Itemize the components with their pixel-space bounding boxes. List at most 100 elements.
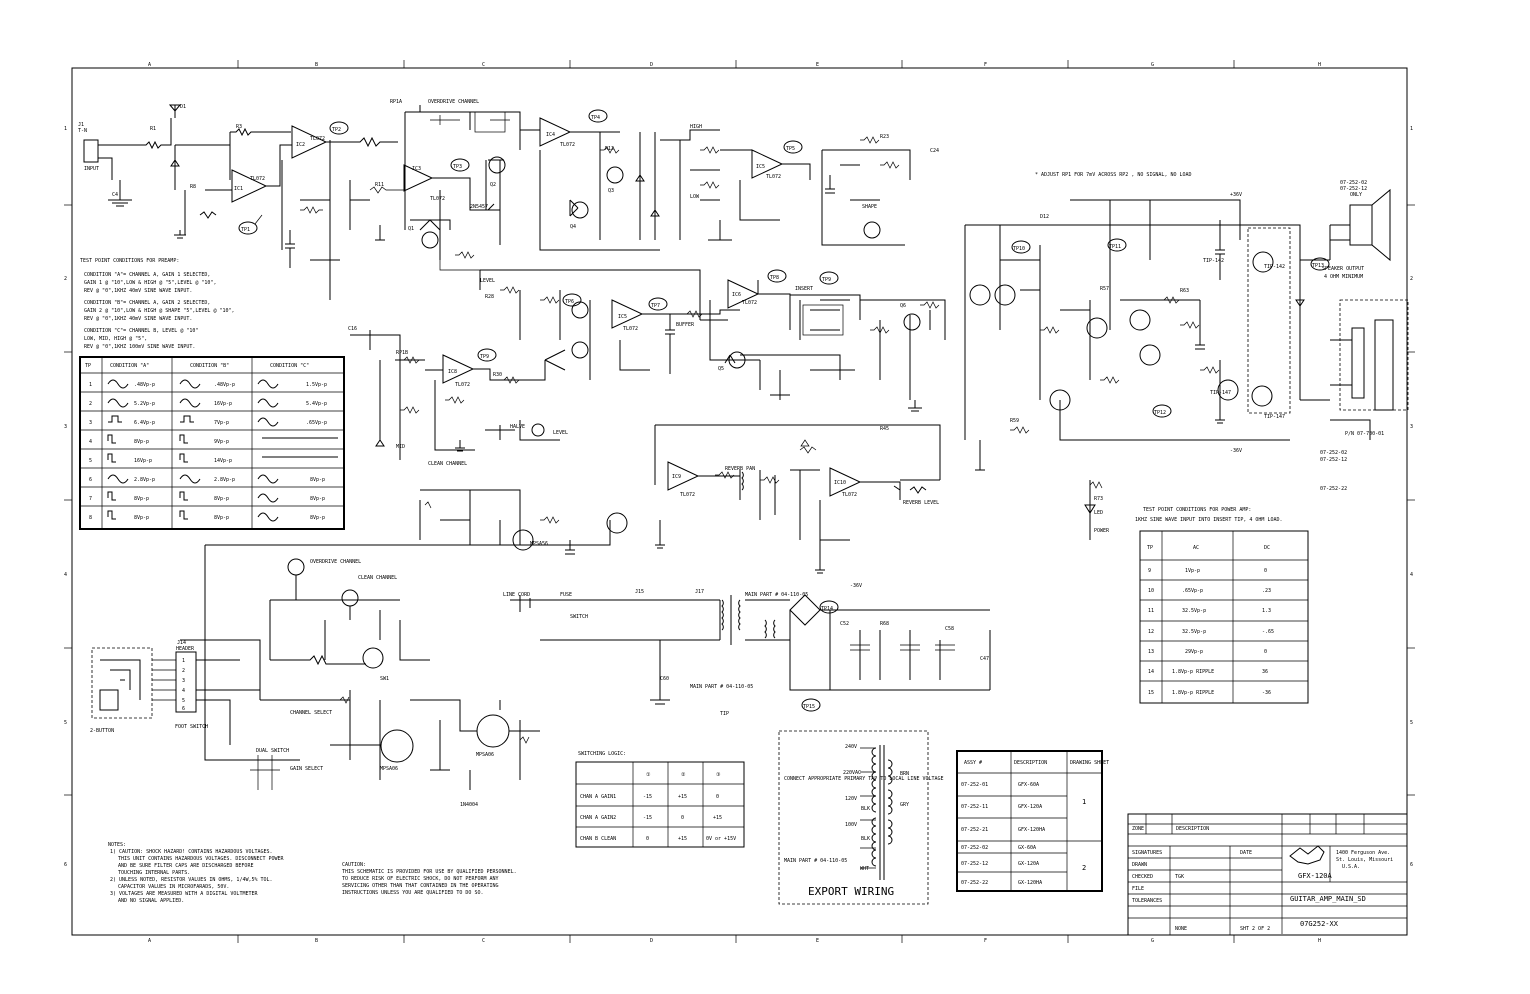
pwtable-r1-dc: .23	[1262, 588, 1271, 594]
ew-notes: CONNECT APPROPRIATE PRIMARY TAP TO LOCAL…	[784, 776, 944, 782]
ptable-r5-tp: 6	[89, 477, 92, 483]
col-top-3: D	[650, 62, 653, 68]
svg-text:IC3: IC3	[412, 166, 421, 172]
ew-tap-0: 240V	[845, 744, 857, 750]
ptable-r7-b: 8Vp-p	[214, 515, 229, 521]
svg-text:C24: C24	[930, 148, 939, 154]
svg-text:TL072: TL072	[842, 492, 857, 498]
tp5-marker: TP5	[783, 140, 803, 154]
out-transistor-1: TIP-147	[1210, 390, 1231, 396]
svg-text:TL072: TL072	[560, 142, 575, 148]
svg-text:2-BUTTON: 2-BUTTON	[90, 728, 114, 734]
caution-line-0: THIS SCHEMATIC IS PROVIDED FOR USE BY QU…	[342, 869, 517, 875]
ptable-r5-a: 2.8Vp-p	[134, 477, 155, 483]
sl-r1-c1: -15	[643, 815, 652, 821]
row-l-5: 6	[64, 862, 67, 868]
pwtable-r3-dc: -.65	[1262, 629, 1274, 635]
tp8-marker: TP8	[767, 269, 787, 283]
ptable-h3: CONDITION "C"	[270, 363, 309, 369]
reverb-driver: IC6 TL072 INSERT Q6 Q5	[700, 279, 946, 412]
svg-text:TP8: TP8	[770, 275, 779, 281]
col-bot-3: D	[650, 938, 653, 944]
sl-r2-label: CHAN B CLEAN	[580, 836, 616, 842]
svg-text:TP11: TP11	[1109, 244, 1121, 250]
svg-text:FILE: FILE	[1132, 886, 1144, 892]
ptable-r1-a: 5.2Vp-p	[134, 401, 155, 407]
pwtable-r3-ac: 32.5Vp-p	[1182, 629, 1206, 635]
ptable-r3-tp: 4	[89, 439, 92, 445]
col-bot-2: C	[482, 938, 485, 944]
ptable-r0-b: .48Vp-p	[214, 382, 235, 388]
svg-text:TL072: TL072	[430, 196, 445, 202]
pwtable-r0-tp: 9	[1148, 568, 1151, 574]
ptable-r4-a: 16Vp-p	[134, 458, 152, 464]
ptable-r4-b: 14Vp-p	[214, 458, 232, 464]
ptable-r1-b: 16Vp-p	[214, 401, 232, 407]
ptable-r6-b: 8Vp-p	[214, 496, 229, 502]
sl-r2-c2: +15	[678, 836, 687, 842]
assy-r3-2: 2	[1082, 864, 1086, 872]
svg-text:TP10: TP10	[1013, 246, 1025, 252]
assy-h2: DRAWING SHEET	[1070, 760, 1109, 766]
row-r-3: 4	[1410, 572, 1413, 578]
tp7-marker: TP7	[648, 297, 668, 311]
svg-text:+36V: +36V	[1230, 192, 1242, 198]
row-r-0: 1	[1410, 126, 1413, 132]
sl-h3: ③	[716, 772, 721, 778]
preamp-test-notes: TEST POINT CONDITIONS FOR PREAMP: CONDIT…	[80, 258, 235, 350]
notes-title: NOTES:	[108, 842, 126, 848]
svg-text:TP3: TP3	[453, 164, 462, 170]
svg-text:HIGH: HIGH	[690, 124, 702, 130]
svg-text:INSERT: INSERT	[795, 286, 813, 292]
svg-text:R12: R12	[605, 146, 614, 152]
cond-line-7: LOW, MID, HIGH @ "5",	[84, 336, 147, 342]
power-supply: LINE CORD FUSE J15 J17 MAIN PART # 04-11…	[503, 583, 991, 717]
sl-r0-c1: -15	[643, 794, 652, 800]
svg-text:1: 1	[182, 658, 185, 664]
svg-text:Q3: Q3	[608, 188, 614, 194]
notes-line-2: AND BE SURE FILTER CAPS ARE DISCHARGED B…	[118, 863, 253, 869]
row-l-1: 2	[64, 276, 67, 282]
sl-h1: ①	[646, 772, 651, 778]
ptable-r5-c: 8Vp-p	[310, 477, 325, 483]
svg-text:3: 3	[182, 678, 185, 684]
svg-text:RP1B: RP1B	[396, 350, 408, 356]
svg-text:R45: R45	[880, 426, 889, 432]
tp1-marker: TP1	[238, 214, 263, 235]
pwtable-r5-ac: 1.8Vp-p RIPPLE	[1172, 669, 1214, 675]
preamp-test-title: TEST POINT CONDITIONS FOR PREAMP:	[80, 258, 179, 264]
pwtable-r5-tp: 14	[1148, 669, 1154, 675]
svg-text:D12: D12	[1040, 214, 1049, 220]
pwtable-r2-ac: 32.5Vp-p	[1182, 608, 1206, 614]
svg-text:C47: C47	[980, 656, 989, 662]
notes-line-3: TOUCHING INTERNAL PARTS.	[118, 870, 190, 876]
tp2-marker: TP2	[329, 121, 349, 135]
tp9b-marker: TP9	[819, 271, 839, 285]
pwtable-r4-dc: 0	[1264, 649, 1267, 655]
tp15-marker: TP15	[801, 698, 821, 712]
notes-line-7: AND NO SIGNAL APPLIED.	[118, 898, 184, 904]
svg-text:FUSE: FUSE	[560, 592, 572, 598]
svg-text:TP4: TP4	[591, 115, 600, 121]
svg-text:TL072: TL072	[766, 174, 781, 180]
tb-company: 1400 Ferguson Ave.	[1336, 850, 1390, 856]
ptable-r6-c: 8Vp-p	[310, 496, 325, 502]
svg-text:R73: R73	[1094, 496, 1103, 502]
assy-r5-1: GX-120HA	[1018, 880, 1042, 886]
assy-h1: DESCRIPTION	[1014, 760, 1047, 766]
svg-text:DUAL SWITCH: DUAL SWITCH	[256, 748, 289, 754]
speaker-output-label: SPEAKER OUTPUT	[1322, 266, 1364, 272]
notes-line-6: 3) VOLTAGES ARE MEASURED WITH A DIGITAL …	[110, 891, 258, 897]
notes-block: NOTES: 1) CAUTION: SHOCK HAZARD! CONTAIN…	[108, 842, 285, 904]
speaker-assy-0: 07-252-02	[1340, 180, 1367, 186]
ptable-r7-a: 8Vp-p	[134, 515, 149, 521]
cond-line-0: CONDITION "A"= CHANNEL A, GAIN 1 SELECTE…	[84, 272, 210, 278]
sl-r1-c3: +15	[713, 815, 722, 821]
assy-r3-0: 07-252-02	[961, 845, 988, 851]
footswitch-label: FOOT SWITCH	[175, 724, 208, 730]
ptable-r5-b: 2.8Vp-p	[214, 477, 235, 483]
svg-text:D1: D1	[180, 104, 186, 110]
caution-line-1: TO REDUCE RISK OF ELECTRIC SHOCK, DO NOT…	[342, 876, 499, 882]
svg-text:LED: LED	[1094, 510, 1103, 516]
